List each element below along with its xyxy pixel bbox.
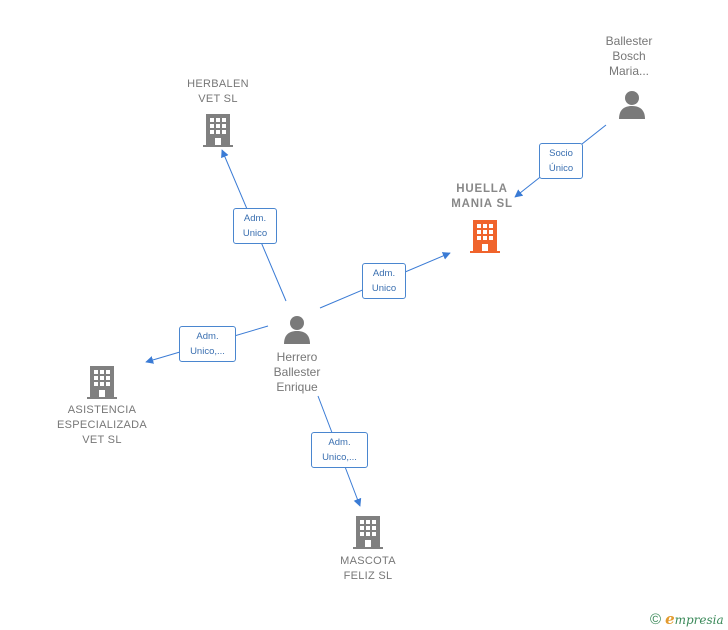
node-label-mascota[interactable]: MASCOTA FELIZ SL [340, 555, 396, 582]
building-icon[interactable] [87, 364, 117, 400]
building-icon[interactable] [469, 218, 501, 254]
person-icon[interactable] [617, 89, 647, 119]
building-icon[interactable] [203, 112, 233, 148]
person-icon[interactable] [282, 314, 312, 344]
edge-label-ballester-huella: Socio Único [539, 143, 583, 179]
brand-initial: e [665, 610, 675, 628]
edge-label-herrero-huella: Adm. Unico [362, 263, 406, 299]
edge-label-herrero-herbalen: Adm. Unico [233, 208, 277, 244]
node-label-herbalen[interactable]: HERBALEN VET SL [187, 78, 249, 105]
brand-name: mpresia [674, 613, 724, 627]
edge-label-herrero-asistencia: Adm. Unico,... [179, 326, 236, 362]
node-label-ballester-bosch[interactable]: Ballester Bosch Maria... [605, 34, 653, 78]
node-label-asistencia[interactable]: ASISTENCIA ESPECIALIZADA VET SL [56, 404, 148, 446]
node-label-herrero[interactable]: Herrero Ballester Enrique [273, 350, 321, 394]
node-label-huella-mania[interactable]: HUELLA MANIA SL [451, 183, 513, 210]
brand-logo[interactable]: empresia [665, 610, 724, 628]
edge-label-herrero-mascota: Adm. Unico,... [311, 432, 368, 468]
copyright-icon: © [650, 610, 662, 628]
building-icon[interactable] [353, 514, 383, 550]
footer-brand: © empresia [650, 609, 724, 629]
